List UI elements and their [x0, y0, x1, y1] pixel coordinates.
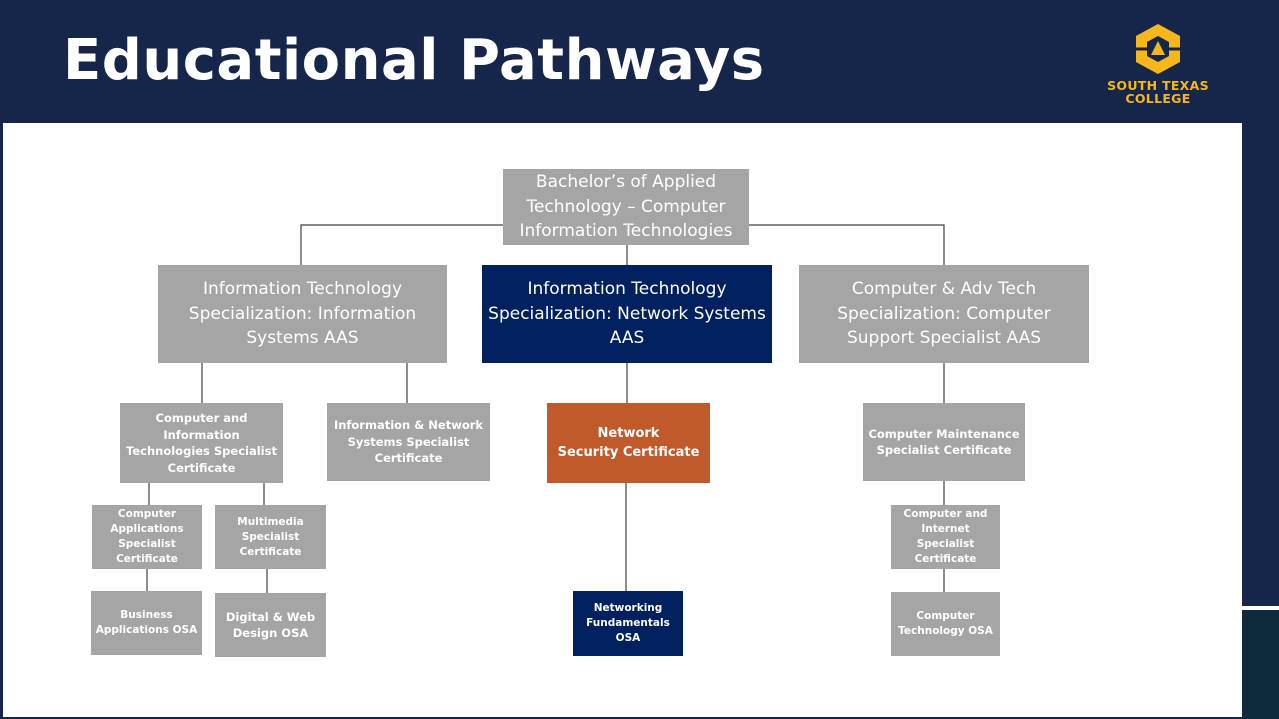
node-cert-computer-internet: Computer and Internet Specialist Certifi… — [891, 505, 1000, 569]
connector-root-right — [749, 224, 945, 265]
side-accent-bar — [1242, 123, 1279, 606]
node-label: Computer Applications Specialist Certifi… — [110, 508, 184, 565]
logo-text: SOUTH TEXAS COLLEGE — [1103, 79, 1213, 105]
node-osa-business-applications: Business Applications OSA — [91, 591, 202, 655]
node-osa-networking-fundamentals: Networking Fundamentals OSA — [573, 591, 683, 656]
connector-root-left — [300, 224, 503, 265]
node-label: Digital & Web Design OSA — [225, 609, 316, 641]
node-cert-info-network-systems: Information & Network Systems Specialist… — [327, 403, 490, 481]
diagram-connectors — [146, 224, 945, 593]
logo-mark-icon — [1136, 24, 1180, 74]
logo-text-line1: SOUTH TEXAS — [1107, 78, 1209, 93]
node-aas-information-systems: Information Technology Specialization: I… — [158, 265, 447, 363]
node-label: Networking Fundamentals OSA — [586, 602, 670, 644]
node-label: Computer and Information Technologies Sp… — [126, 411, 277, 475]
node-cert-network-security: Network Security Certificate — [547, 403, 710, 483]
header-bar: Educational Pathways SOUTH TEXAS COLLEGE — [3, 0, 1279, 123]
node-label: Computer and Internet Specialist Certifi… — [903, 508, 988, 565]
node-label: Information Technology Specialization: I… — [188, 279, 417, 349]
node-cert-computer-applications: Computer Applications Specialist Certifi… — [92, 505, 202, 569]
node-aas-network-systems: Information Technology Specialization: N… — [482, 265, 772, 363]
node-bachelors-degree: Bachelor’s of Applied Technology – Compu… — [503, 169, 749, 245]
node-label: Multimedia Specialist Certificate — [237, 515, 304, 558]
node-osa-digital-web-design: Digital & Web Design OSA — [215, 593, 326, 657]
node-cert-multimedia: Multimedia Specialist Certificate — [215, 505, 326, 569]
node-osa-computer-technology: Computer Technology OSA — [891, 592, 1000, 656]
side-accent-bar-bottom — [1242, 610, 1279, 719]
node-cert-computer-maintenance: Computer Maintenance Specialist Certific… — [863, 403, 1025, 481]
node-label: Network Security Certificate — [557, 426, 700, 460]
node-label: Computer Maintenance Specialist Certific… — [868, 426, 1020, 458]
logo-text-line2: COLLEGE — [1125, 91, 1191, 106]
node-label: Computer Technology OSA — [898, 610, 993, 637]
node-aas-computer-support: Computer & Adv Tech Specialization: Comp… — [799, 265, 1089, 363]
node-label: Bachelor’s of Applied Technology – Compu… — [519, 172, 733, 242]
south-texas-college-logo: SOUTH TEXAS COLLEGE — [1103, 22, 1213, 108]
node-label: Computer & Adv Tech Specialization: Comp… — [837, 279, 1051, 349]
node-label: Information Technology Specialization: N… — [488, 279, 766, 349]
node-label: Business Applications OSA — [95, 609, 198, 636]
page-title: Educational Pathways — [63, 28, 765, 93]
node-cert-computer-info-tech: Computer and Information Technologies Sp… — [120, 403, 283, 483]
node-label: Information & Network Systems Specialist… — [333, 418, 484, 466]
